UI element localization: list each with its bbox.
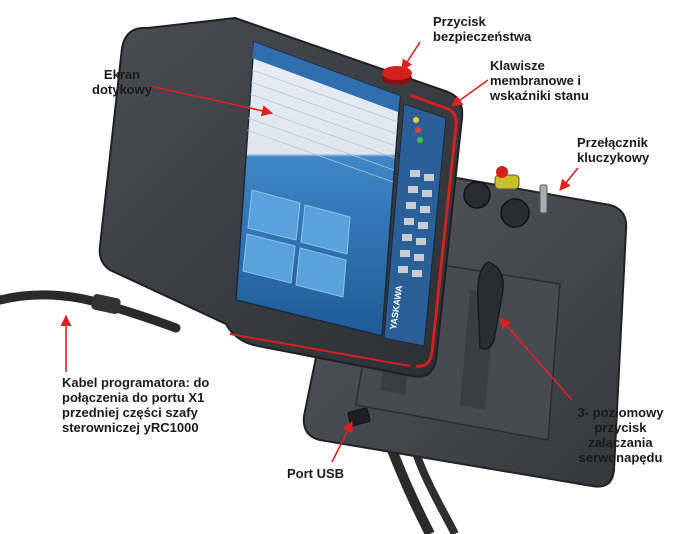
arrow-usb	[331, 420, 353, 463]
callout-arrows	[60, 41, 579, 463]
callout-kabel: Kabel programatora: do połączenia do por…	[62, 375, 210, 435]
enable-switch	[476, 261, 504, 350]
callout-usb: Port USB	[287, 466, 345, 481]
callout-ekran: Ekran dotykowy	[92, 67, 152, 97]
pendant-front: YASKAWA	[98, 16, 464, 378]
arrow-klawisze	[451, 79, 489, 107]
callout-klawisze: Klawisze membranowe i wskaźniki stanu	[490, 58, 589, 103]
usb-port	[347, 407, 371, 427]
emergency-stop	[382, 66, 412, 85]
callout-przelacznik: Przełącznik kluczykowy	[577, 135, 650, 165]
key-switch	[539, 184, 548, 214]
callout-serwo: 3- poziomowy przycisk załączania serwona…	[577, 405, 664, 465]
arrow-serwo	[499, 317, 573, 401]
membrane-keys	[383, 103, 447, 347]
programming-cable	[0, 290, 181, 333]
arrow-przelacznik	[559, 167, 579, 191]
arrow-ekran	[149, 85, 274, 117]
callout-przycisk: Przycisk bezpieczeństwa	[433, 14, 532, 44]
arrow-przycisk	[401, 41, 421, 71]
